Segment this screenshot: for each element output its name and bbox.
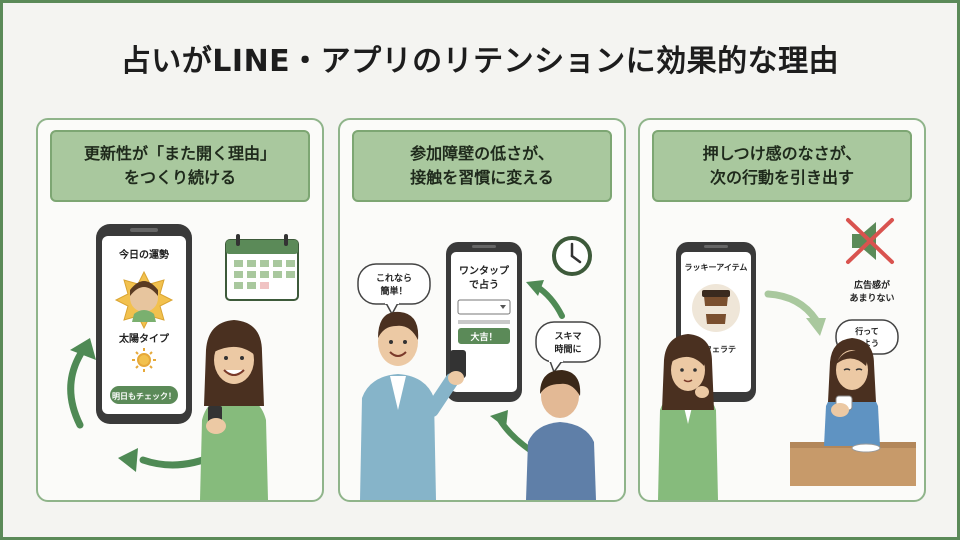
arrow-icon: [764, 290, 826, 336]
panel-2-header: 参加障壁の低さが、 接触を習慣に変える: [352, 130, 612, 202]
lucky-item-title: ラッキーアイテム: [685, 263, 748, 272]
panel-2-heading-line1: 参加障壁の低さが、: [410, 144, 554, 163]
one-tap-line1: ワンタップ: [459, 264, 510, 277]
man-back-illustration: [526, 370, 596, 500]
no-ads-line1: 広告感が: [854, 279, 891, 291]
lucky-item-label: カフェラテ: [696, 345, 736, 354]
panel-2-heading-line2: 接触を習慣に変える: [410, 168, 554, 187]
clock-icon: [552, 236, 592, 276]
panel-no-pushiness: 押しつけ感のなさが、 次の行動を引き出す ラッキーアイテム カフェラテ 広告感が…: [638, 118, 926, 502]
horoscope-character-icon: [114, 270, 174, 330]
panel-update-frequency: 更新性が「また開く理由」 をつくり続ける 今日の運勢 太陽タイプ: [36, 118, 324, 502]
one-tap-line2: で占う: [469, 278, 499, 291]
panel-3-header: 押しつけ感のなさが、 次の行動を引き出す: [652, 130, 912, 202]
woman-thinking-illustration: [658, 334, 718, 500]
panel-2-illustration: これなら 簡単！ ワンタップ で占う 大吉！: [357, 236, 601, 500]
woman-with-phone-illustration: [200, 320, 268, 500]
panel-1-header: 更新性が「また開く理由」 をつくり続ける: [50, 130, 310, 202]
bubble-easy-line1: これなら: [376, 273, 412, 284]
panel-3-illustration: ラッキーアイテム カフェラテ 広告感が あまりない 行って みよう: [658, 218, 916, 500]
type-label: 太陽タイプ: [118, 332, 170, 345]
man-tapping-illustration: [360, 311, 466, 500]
panel-1-heading-line2: をつくり続ける: [123, 168, 236, 187]
slide-title: 占いがLINE・アプリのリテンションに効果的な理由: [120, 44, 840, 79]
dropdown-icon: [500, 305, 506, 309]
bubble-easy-line2: 簡単！: [380, 285, 407, 297]
speech-bubble-easy: これなら 簡単！: [357, 263, 431, 316]
fortune-result-button[interactable]: 大吉！: [458, 328, 510, 344]
bubble-spare-time-line1: スキマ: [554, 331, 581, 342]
coffee-cup-icon: [692, 284, 740, 332]
panel-1-illustration: 今日の運勢 太陽タイプ 明日もチェック！: [67, 224, 299, 500]
calendar-icon: [225, 234, 299, 301]
panel-low-barrier: 参加障壁の低さが、 接触を習慣に変える これなら 簡単！ ワンタップ で占う 大…: [338, 118, 626, 502]
bubble-lets-go-line2: みよう: [855, 339, 879, 348]
check-tomorrow-button[interactable]: 明日もチェック！: [110, 386, 178, 404]
sun-icon: [132, 348, 156, 372]
bubble-lets-go-line1: 行って: [854, 326, 879, 336]
panel-3-heading-line2: 次の行動を引き出す: [709, 168, 854, 187]
fortune-result-label: 大吉！: [470, 331, 497, 343]
speech-bubble-spare-time: スキマ 時間に: [535, 321, 601, 374]
phone-title: 今日の運勢: [118, 248, 169, 261]
panel-3-heading-line1: 押しつけ感のなさが、: [702, 144, 862, 163]
panel-1-heading-line1: 更新性が「また開く理由」: [83, 144, 276, 163]
check-tomorrow-label: 明日もチェック！: [112, 391, 176, 401]
no-ads-line2: あまりない: [849, 293, 894, 304]
fortune-select[interactable]: [457, 299, 511, 315]
bubble-spare-time-line2: 時間に: [554, 343, 581, 355]
muted-speaker-icon: [846, 218, 894, 264]
woman-at-cafe-illustration: [790, 338, 916, 486]
